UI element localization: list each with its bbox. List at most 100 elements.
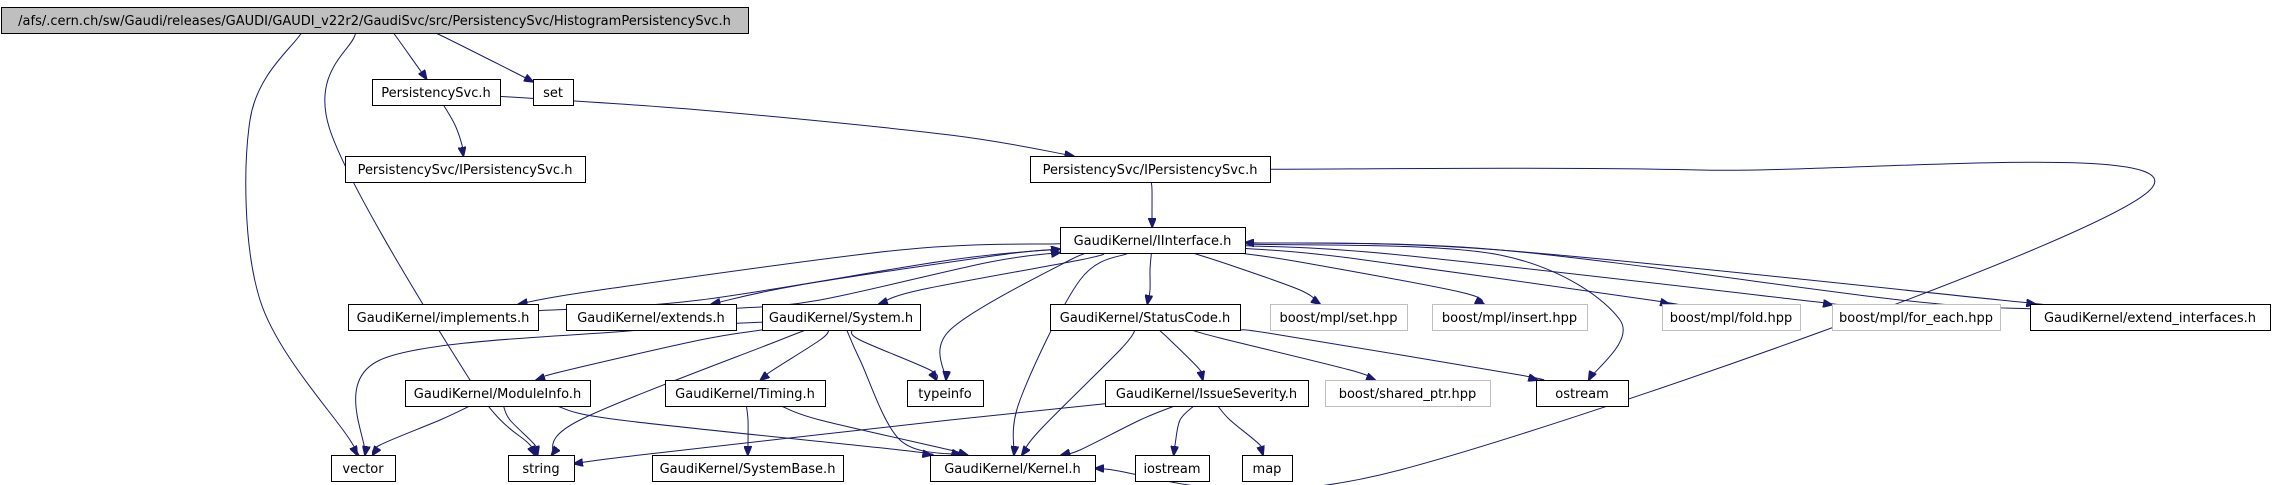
node-box	[1, 7, 749, 34]
edge-line	[1244, 243, 1624, 380]
node-box	[405, 380, 591, 407]
edge-line	[1151, 181, 1152, 227]
edge-line	[1217, 405, 1264, 455]
node-label: boost/mpl/fold.hpp	[1670, 311, 1793, 326]
node-label: GaudiKernel/IssueSeverity.h	[1116, 387, 1297, 402]
edge-line	[536, 329, 763, 380]
include-edge-root-to-psvc	[391, 31, 426, 79]
node-box	[930, 455, 1096, 482]
node-label: GaudiKernel/System.h	[769, 311, 913, 326]
edge-line	[574, 403, 1106, 464]
edge-line	[1095, 161, 2155, 485]
file-node-implements[interactable]: GaudiKernel/implements.h	[348, 304, 539, 331]
node-box	[907, 380, 984, 407]
file-node-issue[interactable]: GaudiKernel/IssueSeverity.h	[1105, 380, 1309, 407]
node-label: string	[522, 462, 559, 477]
include-edge-timing-to-systembase	[746, 405, 748, 455]
dependency-nodes: /afs/.cern.ch/sw/Gaudi/releases/GAUDI/GA…	[1, 7, 2271, 482]
edge-line	[712, 248, 1061, 304]
node-label: GaudiKernel/implements.h	[357, 311, 530, 326]
edge-line	[746, 405, 748, 455]
node-box	[533, 79, 574, 106]
include-edge-iinterface-to-kernel	[1013, 252, 1130, 455]
node-label: GaudiKernel/StatusCode.h	[1060, 311, 1230, 326]
edge-line	[519, 243, 1061, 304]
edge-line	[1239, 329, 1545, 380]
edge-line	[245, 27, 360, 456]
file-node-kernel[interactable]: GaudiKernel/Kernel.h	[930, 455, 1096, 482]
node-box	[1060, 227, 1246, 254]
include-edge-moduleinfo-to-string	[503, 405, 538, 455]
include-edge-statuscode-to-ostream	[1239, 329, 1545, 380]
file-node-ostream[interactable]: ostream	[1536, 380, 1629, 407]
file-node-mplforeach: boost/mpl/for_each.hpp	[1832, 304, 2001, 331]
file-node-typeinfo[interactable]: typeinfo	[907, 380, 984, 407]
node-box	[1030, 156, 1271, 183]
include-edge-psvc-to-ips	[499, 95, 1074, 156]
edge-line	[1022, 329, 1136, 455]
include-edge-iinterface-to-system	[879, 252, 1106, 304]
file-node-statuscode[interactable]: GaudiKernel/StatusCode.h	[1050, 304, 1241, 331]
file-node-mplfold: boost/mpl/fold.hpp	[1662, 304, 1801, 331]
node-box	[2030, 304, 2271, 331]
node-label: boost/mpl/set.hpp	[1279, 311, 1397, 326]
edge-line	[499, 95, 1074, 156]
node-label: boost/mpl/for_each.hpp	[1839, 311, 1993, 326]
file-node-psvc[interactable]: PersistencySvc.h	[372, 79, 501, 106]
file-node-ips_local[interactable]: PersistencySvc/IPersistencySvc.h	[345, 156, 586, 183]
file-node-map[interactable]: map	[1242, 455, 1293, 482]
include-edge-iinterface-to-mplinsert	[1239, 252, 1484, 304]
edge-line	[1147, 252, 1151, 304]
node-box	[1242, 455, 1293, 482]
node-label: set	[543, 86, 563, 101]
include-edge-timing-to-kernel	[780, 405, 967, 455]
file-node-ips[interactable]: PersistencySvc/IPersistencySvc.h	[1030, 156, 1271, 183]
file-node-root[interactable]: /afs/.cern.ch/sw/Gaudi/releases/GAUDI/GA…	[1, 7, 749, 34]
edge-line	[879, 252, 1106, 304]
edge-line	[324, 26, 537, 455]
file-node-vector[interactable]: vector	[331, 455, 396, 482]
file-node-set[interactable]: set	[533, 79, 574, 106]
node-label: PersistencySvc/IPersistencySvc.h	[358, 163, 573, 178]
file-node-string[interactable]: string	[508, 455, 575, 482]
node-box	[1135, 455, 1210, 482]
node-label: PersistencySvc.h	[381, 86, 491, 101]
edge-line	[1192, 252, 1320, 304]
node-label: boost/mpl/insert.hpp	[1442, 311, 1577, 326]
node-label: PersistencySvc/IPersistencySvc.h	[1043, 163, 1258, 178]
node-label: GaudiKernel/IInterface.h	[1074, 234, 1232, 249]
edge-line	[1174, 405, 1195, 455]
node-box	[1270, 304, 1408, 331]
include-edge-issue-to-iostream	[1174, 405, 1195, 455]
node-label: boost/shared_ptr.hpp	[1339, 387, 1477, 402]
file-node-system[interactable]: GaudiKernel/System.h	[762, 304, 921, 331]
file-node-timing[interactable]: GaudiKernel/Timing.h	[665, 380, 826, 407]
node-label: typeinfo	[918, 387, 971, 402]
file-node-systembase[interactable]: GaudiKernel/SystemBase.h	[652, 455, 844, 482]
edge-line	[430, 31, 533, 82]
node-box	[1662, 304, 1801, 331]
file-node-extends[interactable]: GaudiKernel/extends.h	[566, 304, 737, 331]
node-box	[1325, 380, 1491, 407]
edge-line	[1244, 247, 1680, 304]
node-label: ostream	[1555, 387, 1609, 402]
node-box	[345, 156, 586, 183]
file-node-iinterface[interactable]: GaudiKernel/IInterface.h	[1060, 227, 1246, 254]
edge-line	[372, 405, 471, 455]
include-edge-ips-to-iinterface	[1151, 181, 1152, 227]
edge-line	[761, 329, 830, 380]
node-label: /afs/.cern.ch/sw/Gaudi/releases/GAUDI/GA…	[18, 14, 731, 29]
include-edge-moduleinfo-to-kernel	[556, 405, 934, 455]
include-edge-iinterface-to-mplset	[1192, 252, 1320, 304]
include-edge-psvc-to-ips_local	[443, 104, 464, 156]
file-node-extifaces[interactable]: GaudiKernel/extend_interfaces.h	[2030, 304, 2271, 331]
edge-line	[1013, 252, 1130, 455]
edge-line	[851, 329, 939, 380]
node-label: GaudiKernel/Kernel.h	[944, 462, 1081, 477]
edge-line	[1239, 252, 1484, 304]
node-label: GaudiKernel/ModuleInfo.h	[414, 387, 581, 402]
file-node-moduleinfo[interactable]: GaudiKernel/ModuleInfo.h	[405, 380, 591, 407]
include-edge-ips-to-kernel	[1095, 161, 2155, 485]
file-node-iostream[interactable]: iostream	[1135, 455, 1210, 482]
